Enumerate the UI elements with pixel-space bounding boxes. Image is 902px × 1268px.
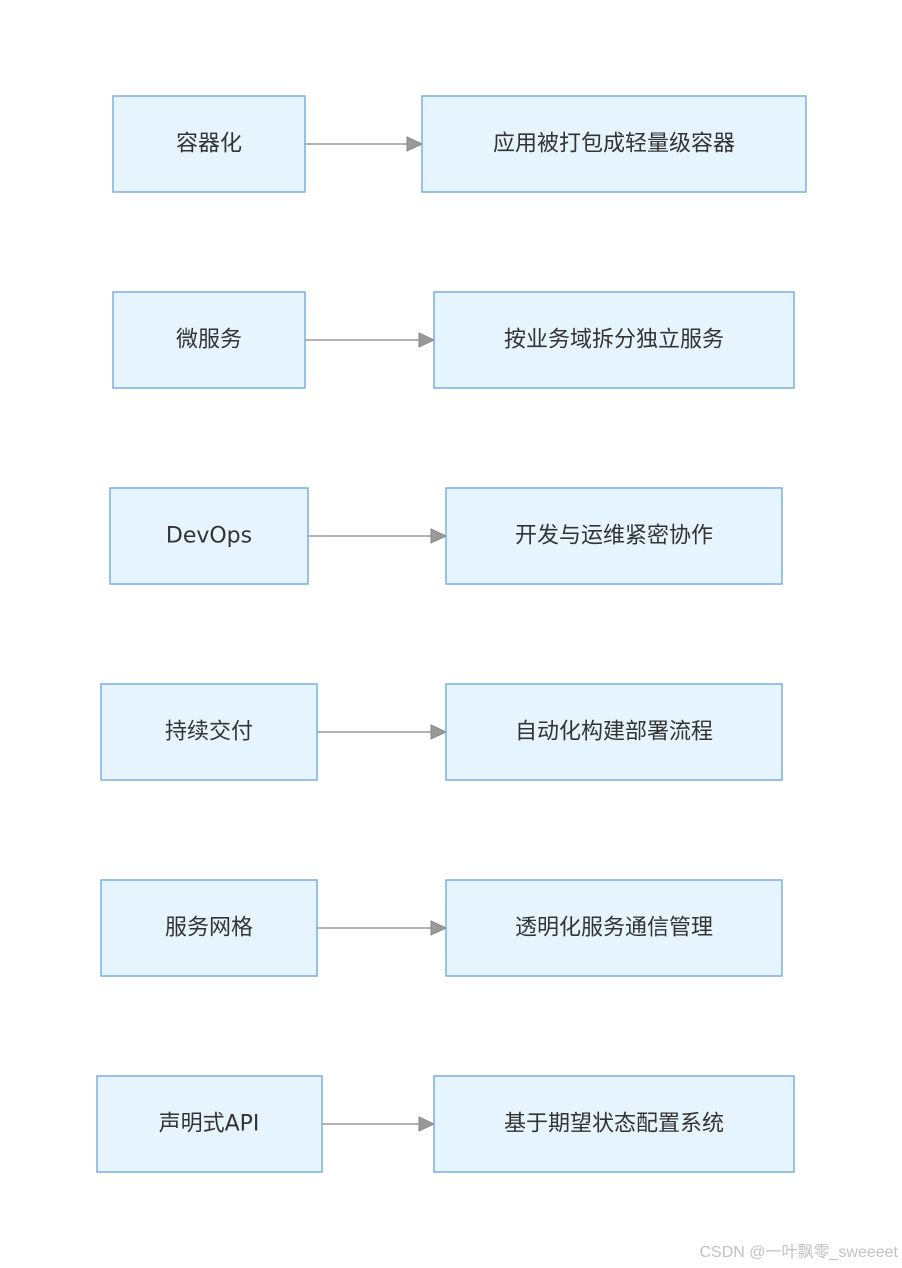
concept-label: DevOps (166, 524, 252, 549)
description-node (433, 1075, 795, 1173)
concept-label: 微服务 (176, 328, 242, 353)
concept-node (100, 879, 318, 977)
arrow-head-icon (418, 1116, 436, 1132)
diagram-row: 服务网格 透明化服务通信管理 (100, 879, 783, 977)
description-node (433, 291, 795, 389)
diagram-row: DevOps 开发与运维紧密协作 (109, 487, 783, 585)
arrow-head-icon (430, 724, 448, 740)
description-label: 开发与运维紧密协作 (515, 524, 713, 549)
concept-node (112, 95, 306, 193)
description-label: 按业务域拆分独立服务 (504, 328, 724, 353)
description-node (421, 95, 807, 193)
diagram-row: 持续交付 自动化构建部署流程 (100, 683, 783, 781)
arrow-head-icon (406, 136, 424, 152)
description-label: 应用被打包成轻量级容器 (493, 132, 735, 157)
arrow-head-icon (418, 332, 436, 348)
arrow-head-icon (430, 528, 448, 544)
concept-label: 服务网格 (165, 916, 253, 941)
description-label: 基于期望状态配置系统 (504, 1112, 724, 1137)
diagram-row: 声明式API 基于期望状态配置系统 (96, 1075, 795, 1173)
concept-label: 持续交付 (165, 720, 253, 745)
diagram-row: 微服务 按业务域拆分独立服务 (112, 291, 795, 389)
description-node (445, 487, 783, 585)
concept-label: 容器化 (176, 132, 242, 157)
description-label: 透明化服务通信管理 (515, 916, 713, 941)
description-node (445, 879, 783, 977)
concept-node (112, 291, 306, 389)
diagram-row: 容器化 应用被打包成轻量级容器 (112, 95, 807, 193)
concept-node (96, 1075, 323, 1173)
concept-label: 声明式API (159, 1112, 260, 1137)
description-label: 自动化构建部署流程 (515, 720, 713, 745)
arrow-head-icon (430, 920, 448, 936)
concept-node (100, 683, 318, 781)
description-node (445, 683, 783, 781)
watermark: CSDN @一叶飘零_sweeeet (699, 1244, 898, 1261)
